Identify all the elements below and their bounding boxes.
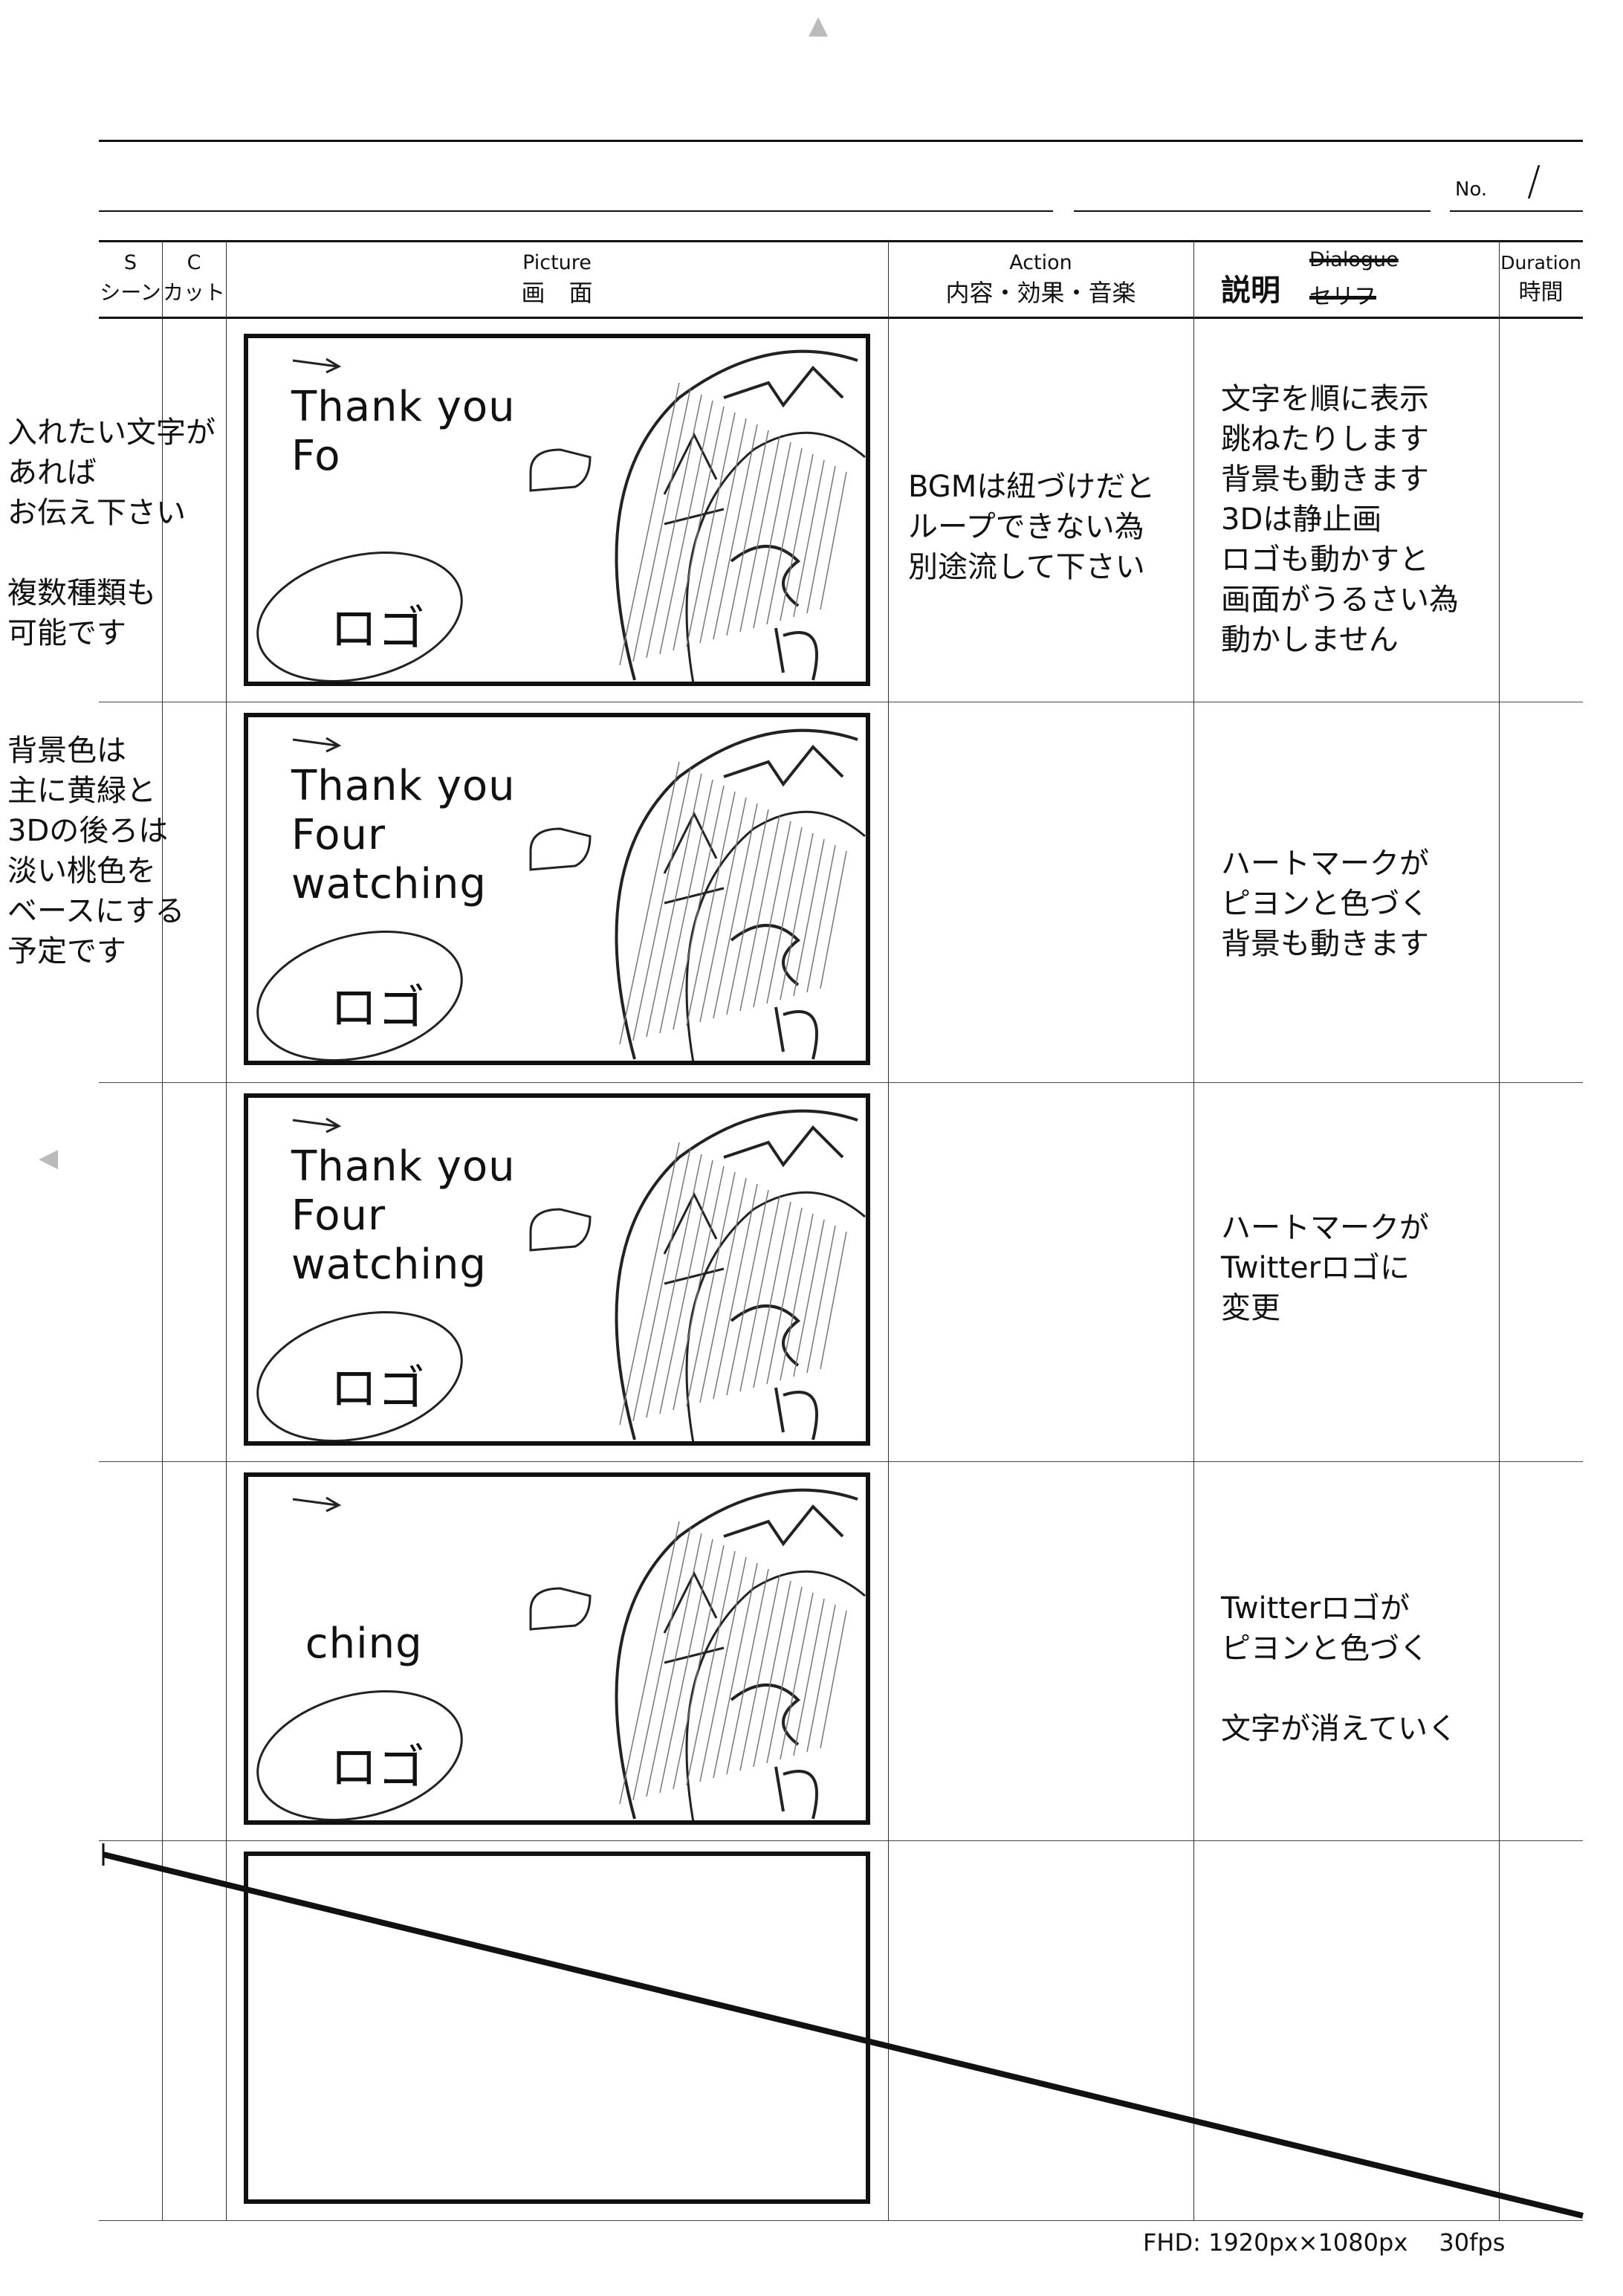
- description-row-4: Twitterロゴが ピヨンと色づく 文字が消えていく: [1221, 1591, 1457, 1746]
- picture-panel-2: Thank you Four watching ロゴ: [244, 713, 870, 1065]
- top-registration-mark-icon: ▲: [809, 10, 829, 40]
- header-scene-jp: シーン: [100, 280, 161, 305]
- character-sketch: [256, 1109, 866, 1441]
- logo-placeholder: ロゴ: [330, 1741, 425, 1796]
- logo-ellipse: [256, 1311, 463, 1441]
- col-divider: [1499, 241, 1500, 2221]
- strike-line: [103, 1852, 1584, 2219]
- page-number-line: [1450, 210, 1583, 212]
- header-cut-jp: カット: [162, 280, 225, 305]
- arrow-sketch-icon: [292, 358, 342, 374]
- arrow-sketch-icon: [292, 737, 342, 753]
- heart-mark-sketch: [529, 448, 592, 492]
- description-row-3: ハートマークが Twitterロゴに 変更: [1221, 1211, 1429, 1325]
- header-cut-en: C: [187, 251, 201, 274]
- character-sketch: [256, 1488, 866, 1820]
- format-spec: FHD: 1920px×1080px 30fps: [1143, 2228, 1506, 2257]
- heart-mark-sketch: [529, 1587, 592, 1631]
- side-note-color: 背景色は 主に黄緑と 3Dの後ろは 淡い桃色を ベースにする 予定です: [7, 734, 185, 968]
- col-divider: [162, 241, 163, 2221]
- logo-ellipse: [256, 1690, 463, 1820]
- header-scene-en: S: [123, 251, 137, 274]
- picture-panel-1: Thank you Fo ロゴ: [244, 334, 870, 686]
- header-picture-jp: 画 面: [521, 279, 593, 307]
- header-picture-en: Picture: [522, 251, 592, 274]
- heart-mark-sketch: [529, 827, 592, 871]
- table-bottom-line: [99, 2220, 1583, 2221]
- title-line: [99, 140, 1583, 142]
- page-number-value: /: [1527, 158, 1541, 204]
- header-duration-jp: 時間: [1518, 279, 1564, 305]
- side-note-text: 入れたい文字が あれば お伝え下さい 複数種類も 可能です: [7, 415, 216, 650]
- header-dialogue-struck: Dialogue: [1309, 248, 1399, 271]
- heart-mark-sketch: [529, 1208, 592, 1252]
- left-registration-mark-icon: ◀: [39, 1143, 59, 1173]
- header-description: 説明: [1221, 274, 1280, 308]
- picture-panel-5: [244, 1852, 870, 2204]
- header-picture: Picture 画 面: [226, 248, 888, 308]
- subtitle-field-line: [1074, 210, 1431, 212]
- header-action: Action 内容・効果・音楽: [888, 248, 1193, 308]
- panel-caption: ching: [305, 1620, 423, 1668]
- header-duration-en: Duration: [1500, 252, 1581, 274]
- header-action-en: Action: [1009, 251, 1072, 274]
- col-divider: [226, 241, 227, 2221]
- picture-panel-3: Thank you Four watching ロゴ: [244, 1093, 870, 1446]
- logo-placeholder: ロゴ: [330, 602, 425, 657]
- header-scene: S シーン: [99, 248, 162, 308]
- panel-caption: Thank you Fo: [291, 383, 516, 480]
- header-cut: C カット: [162, 248, 226, 308]
- row-line: [99, 1461, 1583, 1462]
- arrow-sketch-icon: [292, 1496, 342, 1513]
- title-field-line: [99, 210, 1053, 212]
- arrow-sketch-icon: [292, 1117, 342, 1134]
- header-serifu-struck: セリフ: [1309, 284, 1376, 310]
- logo-ellipse: [256, 931, 463, 1061]
- logo-placeholder: ロゴ: [330, 1362, 425, 1417]
- description-row-2: ハートマークが ピヨンと色づく 背景も動きます: [1221, 847, 1429, 961]
- col-divider: [888, 241, 889, 2221]
- col-divider: [1193, 241, 1194, 2221]
- character-sketch: [256, 728, 866, 1061]
- logo-placeholder: ロゴ: [330, 981, 425, 1036]
- panel-caption: Thank you Four watching: [291, 762, 516, 908]
- character-sketch: [256, 349, 866, 682]
- row-line: [99, 1082, 1583, 1083]
- description-row-1: 文字を順に表示 跳ねたりします 背景も動きます 3Dは静止画 ロゴも動かすと 画…: [1221, 382, 1459, 657]
- action-text-row-1: BGMは紐づけだと ループできない為 別途流して下さい: [908, 470, 1156, 584]
- header-action-jp: 内容・効果・音楽: [945, 279, 1136, 307]
- logo-ellipse: [256, 552, 463, 682]
- page-number-label: No.: [1455, 178, 1488, 201]
- header-top-line: [99, 240, 1583, 242]
- picture-panel-4: ching ロゴ: [244, 1472, 870, 1825]
- panel-caption: Thank you Four watching: [291, 1142, 516, 1289]
- row-line: [99, 1840, 1583, 1841]
- header-duration: Duration 時間: [1499, 248, 1583, 308]
- header-bottom-line: [99, 317, 1583, 319]
